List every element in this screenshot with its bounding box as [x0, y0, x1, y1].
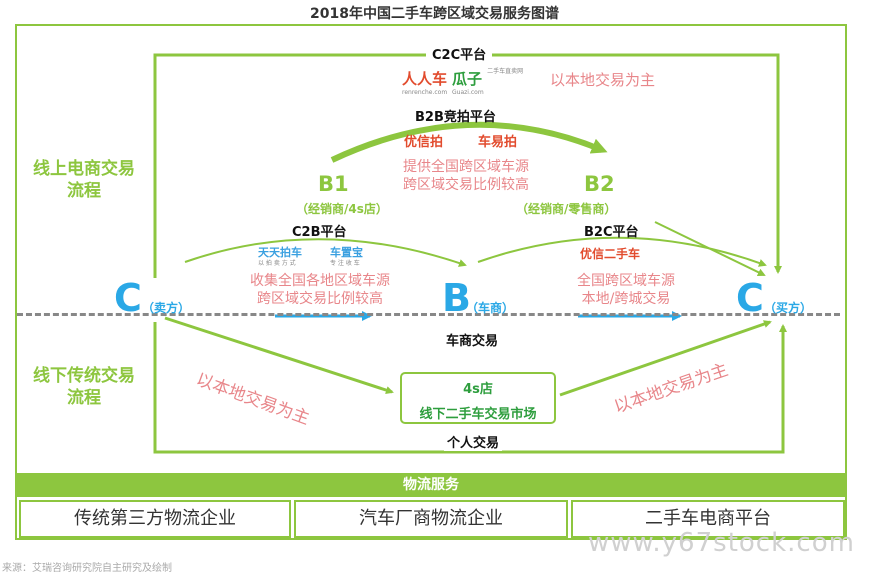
b2b-platform-label: B2B竞拍平台 — [415, 110, 496, 125]
buyer-node-letter: C — [736, 276, 764, 320]
logistics-ecommerce: 二手车电商平台 — [571, 500, 845, 538]
b2c-arc-arrow — [477, 236, 767, 267]
b2-node-label: B2 — [584, 172, 615, 196]
b1-node-subtitle: （经销商/4s店） — [296, 202, 388, 216]
outer-frame — [15, 24, 847, 540]
logistics-automaker: 汽车厂商物流企业 — [294, 500, 568, 538]
logistics-service-header: 物流服务 — [17, 473, 845, 497]
source-note: 来源：艾瑞咨询研究院自主研究及绘制 — [2, 563, 172, 572]
guazi-logo: 瓜子 二手车直卖网 Guazi.com — [452, 68, 524, 96]
c2b-arc-arrow — [184, 238, 467, 267]
offline-market-box: 4s店 线下二手车交易市场 — [400, 372, 556, 424]
logistics-third-party: 传统第三方物流企业 — [19, 500, 291, 538]
offline-flow-label: 线下传统交易 流程 — [33, 366, 135, 408]
c2b-description: 收集全国各地区域车源 跨区域交易比例较高 — [250, 273, 390, 307]
renrenche-logo: 人人车 renrenche.com — [402, 70, 448, 96]
b1-node-label: B1 — [318, 172, 349, 196]
diagram-title: 2018年中国二手车跨区域交易服务图谱 — [310, 6, 559, 22]
dealer-node-letter: B — [442, 276, 471, 320]
buyer-node-subtitle: （买方） — [764, 301, 813, 315]
personal-trade-route — [153, 322, 787, 454]
online-offline-divider — [17, 313, 840, 316]
youxin-used-car-logo: 优信二手车 — [580, 247, 641, 261]
c2c-platform-label: C2C平台 — [426, 44, 493, 63]
market-to-buyer-arrow — [559, 320, 772, 397]
watermark: www.y67stock.com — [588, 528, 855, 558]
tiantianpaiche-logo: 天天拍车 以 拍 卖 方 式 — [258, 246, 302, 267]
b2-to-buyer-arrow — [654, 221, 766, 276]
dealer-node-subtitle: （车商） — [466, 301, 515, 315]
online-flow-label: 线上电商交易 流程 — [33, 159, 135, 201]
b2-node-subtitle: （经销商/零售商） — [516, 202, 617, 216]
seller-node-letter: C — [114, 276, 142, 320]
offline-market-label: 线下二手车交易市场 — [419, 407, 537, 422]
seller-node-subtitle: （卖方） — [142, 301, 191, 315]
b2c-platform-label: B2C平台 — [584, 225, 639, 240]
b2b-arc-arrow — [330, 121, 608, 163]
b2b-description: 提供全国跨区域车源 跨区域交易比例较高 — [403, 159, 529, 193]
seller-to-market-arrow — [164, 316, 394, 394]
personal-trade-label: 个人交易 — [444, 432, 503, 451]
c2b-platform-label: C2B平台 — [292, 225, 347, 240]
b2c-description: 全国跨区域车源 本地/跨城交易 — [577, 273, 675, 307]
chezhibao-logo: 车置宝 专 注 收 车 — [330, 246, 363, 267]
dealer-trade-label: 车商交易 — [446, 334, 499, 349]
youxinpai-logo: 优信拍 — [404, 135, 444, 150]
four-s-store-label: 4s店 — [463, 382, 493, 397]
cheyipai-logo: 车易拍 — [478, 135, 518, 150]
c2c-description: 以本地交易为主 — [550, 71, 656, 89]
